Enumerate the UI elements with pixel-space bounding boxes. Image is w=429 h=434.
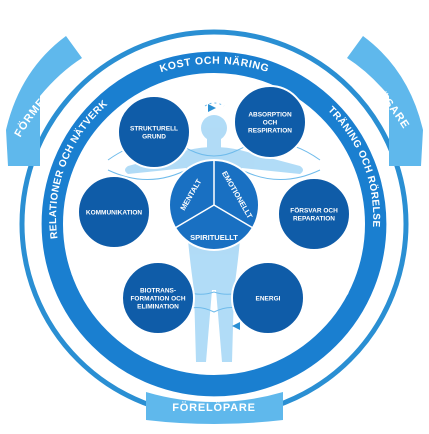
node-label-line: GRUND	[142, 134, 166, 141]
node-label-line: RESPIRATION	[248, 128, 292, 135]
lifestyle-ring	[40, 50, 388, 398]
node-label-line: FÖRSVAR OCH	[290, 206, 338, 215]
node-label-line: REPARATION	[293, 216, 335, 223]
center-label-bottom: SPIRITUELLT	[190, 233, 238, 242]
node-label-line: STRUKTURELL	[130, 126, 178, 133]
node-label-line: FORMATION OCH	[130, 296, 185, 303]
node-label-line: KOMMUNIKATION	[86, 210, 143, 217]
node-label-line: ABSORPTION	[248, 112, 292, 119]
center-triad: MENTALT EMOTIONELLT SPIRITUELLT	[168, 159, 260, 251]
outer-flag-bottom: FÖRELÖPARE	[146, 392, 283, 424]
node-label-line: ENERGI	[256, 296, 281, 303]
node-energi: ENERGI	[231, 261, 305, 335]
node-label-line: ELIMINATION	[137, 304, 179, 311]
human-figure	[125, 115, 303, 362]
node-kommunikation: KOMMUNIKATION	[77, 175, 151, 249]
outer-label-bottom: FÖRELÖPARE	[172, 401, 256, 414]
node-label-line: BIOTRANS-	[140, 288, 176, 295]
node-label-line: OCH	[263, 120, 278, 127]
